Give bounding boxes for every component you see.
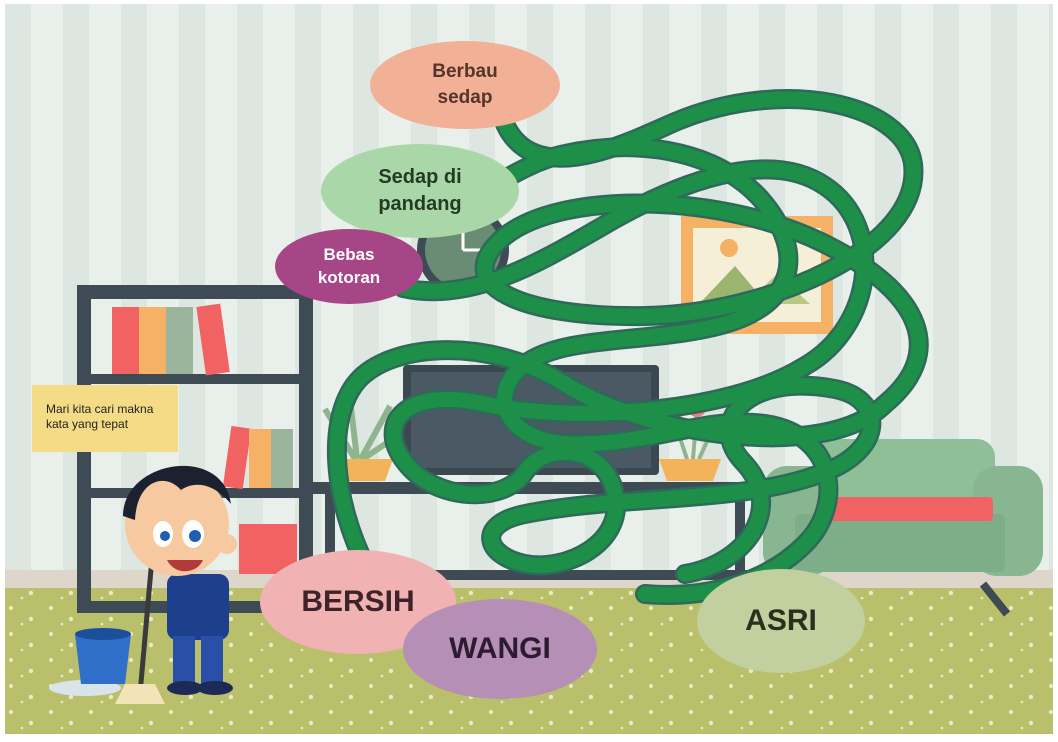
boy-character xyxy=(123,465,237,695)
maze-paths xyxy=(326,89,929,637)
game-scene: Mari kita cari makna kata yang tepat Ber… xyxy=(5,4,1053,734)
word-bubble-wangi[interactable]: WANGI xyxy=(403,599,597,699)
word-bubble-asri[interactable]: ASRI xyxy=(697,569,865,673)
bucket-icon xyxy=(49,628,131,696)
speech-bubble: Mari kita cari makna kata yang tepat xyxy=(32,385,178,452)
